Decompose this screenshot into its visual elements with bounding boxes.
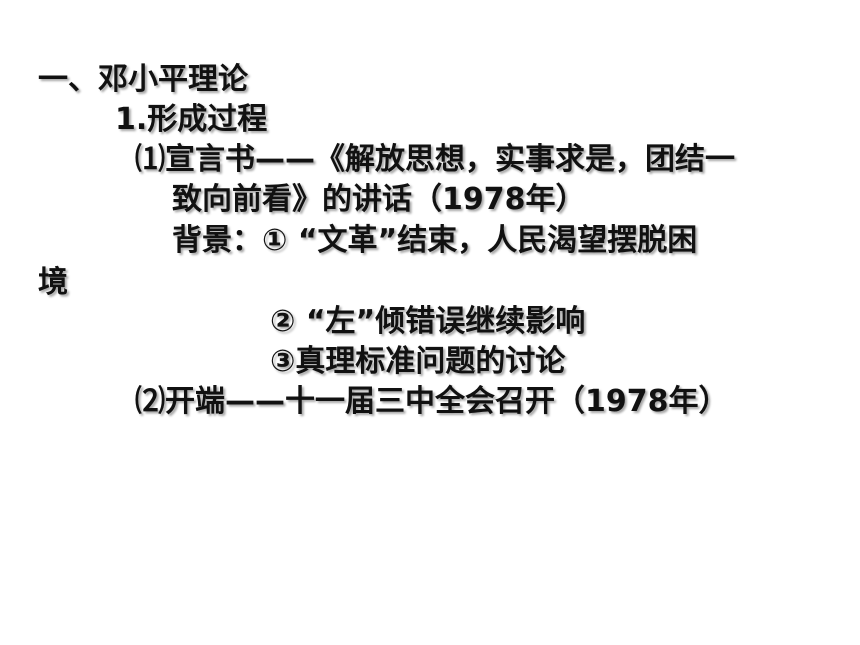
item-declaration-line-1: ⑴宣言书——《解放思想，实事求是，团结一 [135,142,735,177]
background-point-1-continuation: 境 [38,265,68,300]
item-declaration-line-2: 致向前看》的讲话（1978年） [172,182,586,217]
item-beginning: ⑵开端——十一届三中全会召开（1978年） [135,384,729,419]
background-point-2: ② “左”倾错误继续影响 [270,304,586,339]
background-point-3: ③真理标准问题的讨论 [270,344,566,379]
section-heading: 一、邓小平理论 [38,62,248,97]
subsection-heading: 1.形成过程 [115,102,268,137]
background-point-1: 背景：① “文革”结束，人民渴望摆脱困 [172,223,698,258]
